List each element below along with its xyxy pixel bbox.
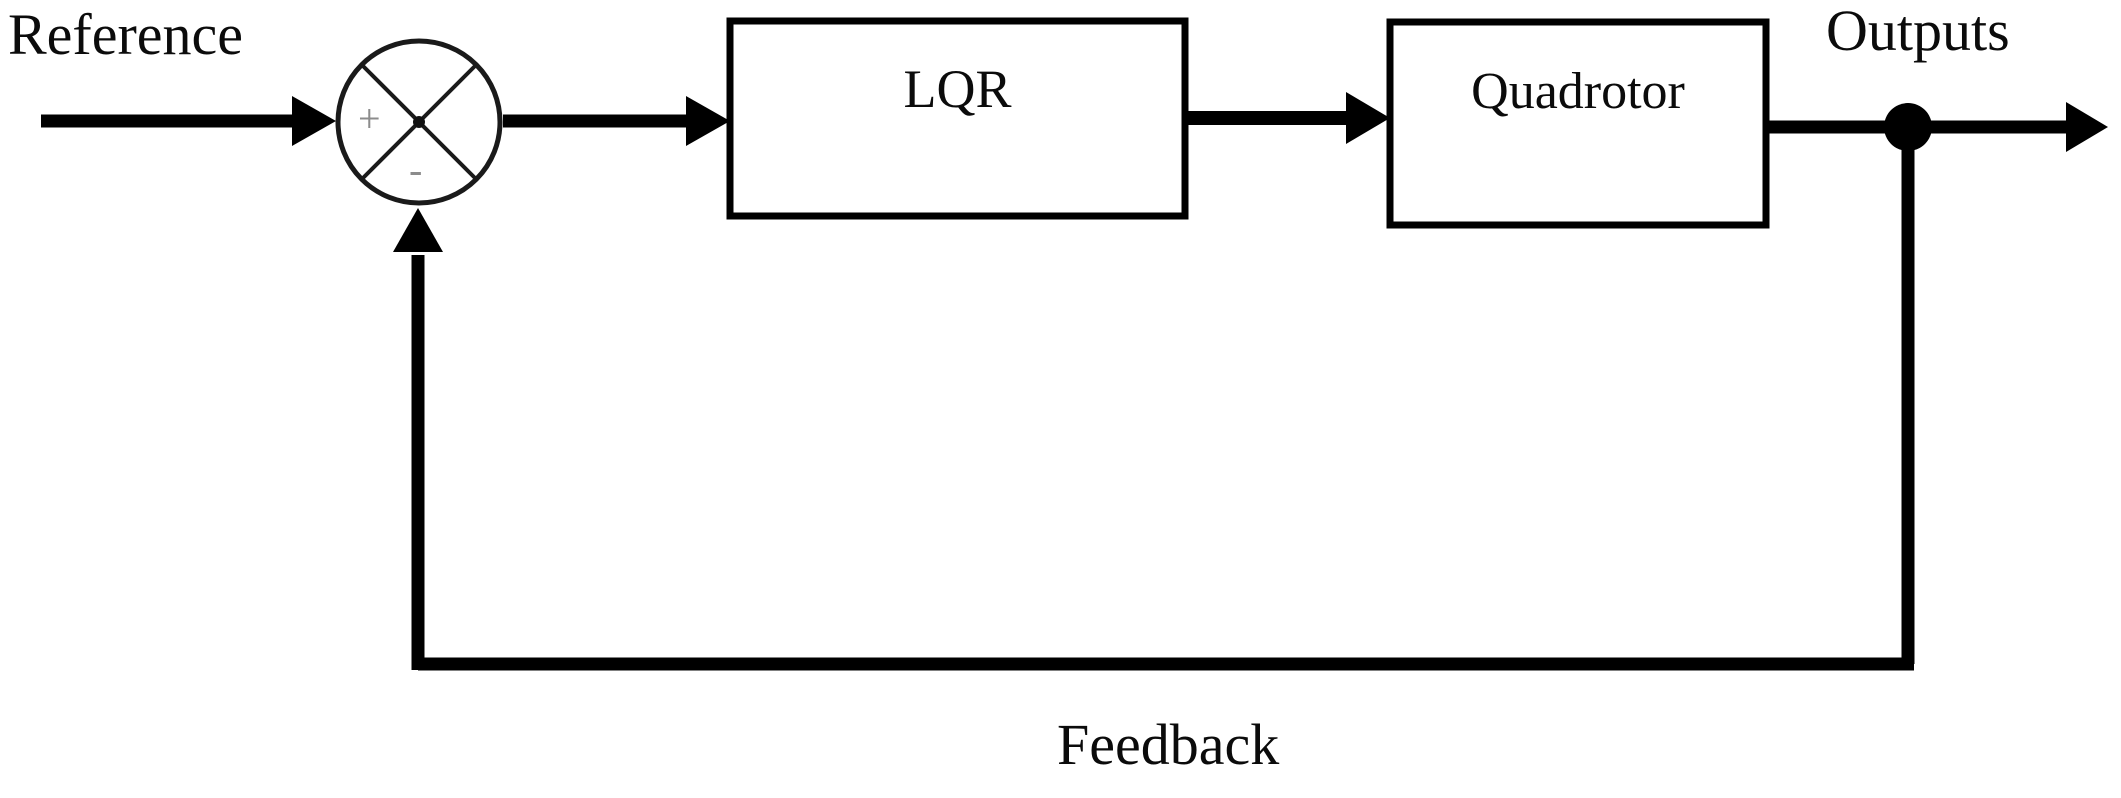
quadrotor-block	[1386, 18, 1770, 229]
feedback-path	[393, 127, 1915, 671]
reference-label: Reference	[8, 2, 244, 67]
lqr-block	[726, 17, 1189, 220]
reference-input-arrow	[41, 96, 336, 146]
lqr-block-label: LQR	[903, 59, 1012, 119]
error-signal-arrow	[503, 96, 730, 146]
control-signal-arrow	[1185, 92, 1390, 144]
quadrotor-block-label: Quadrotor	[1471, 63, 1685, 120]
summing-junction	[335, 38, 503, 206]
output-signal-arrow	[1766, 102, 2108, 152]
outputs-label: Outputs	[1826, 0, 2010, 63]
feedback-label: Feedback	[1057, 712, 1280, 777]
summing-junction-plus-sign: +	[358, 96, 381, 141]
summing-junction-minus-sign: -	[409, 147, 423, 192]
